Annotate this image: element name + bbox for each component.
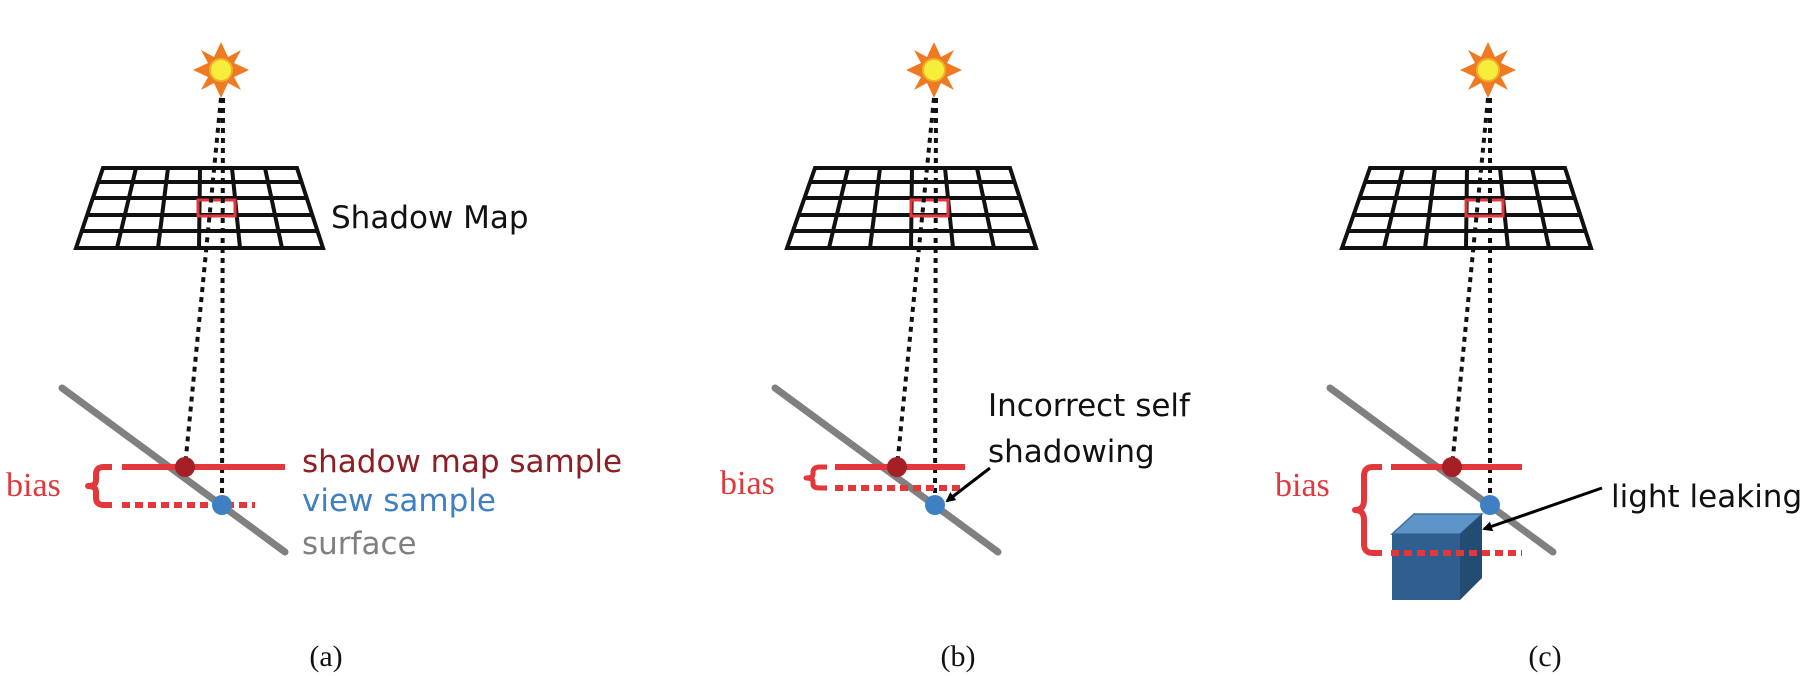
sun-icon [193, 42, 249, 98]
panel-c: bias light leaking (c) [1275, 42, 1802, 673]
caption-b: (b) [941, 640, 976, 673]
light-leaking-label: light leaking [1611, 479, 1802, 515]
panel-a: bias Shadow Map shadow map sample view s… [6, 42, 622, 673]
sun-icon [906, 42, 962, 98]
shadow-map-texel-highlight [196, 198, 237, 218]
shadow-map-texel-highlight [909, 198, 950, 218]
light-ray [1450, 97, 1490, 468]
shadow-map-texel-highlight [1464, 198, 1505, 218]
box-front-face [1392, 534, 1460, 600]
shadow-map-sample-dot [1442, 457, 1462, 477]
bias-brace [1352, 464, 1382, 556]
shadow-map-sample-label: shadow map sample [302, 444, 622, 480]
view-sample-label: view sample [302, 483, 496, 519]
box-side-face [1460, 514, 1482, 600]
light-ray [933, 97, 938, 506]
view-sample-dot [925, 495, 945, 515]
view-sample-dot [1480, 495, 1500, 515]
surface-label: surface [302, 526, 417, 562]
caption-a: (a) [309, 640, 342, 673]
sun-icon [1460, 42, 1516, 98]
bias-label: bias [720, 465, 775, 502]
caption-c: (c) [1528, 640, 1561, 673]
light-ray [220, 97, 225, 506]
shadow-map-grid [784, 166, 1039, 250]
light-ray [895, 97, 936, 468]
bias-brace [803, 464, 827, 491]
bias-label: bias [1275, 467, 1330, 504]
shadow-map-sample-dot [175, 457, 195, 477]
light-ray [183, 97, 223, 468]
bias-brace [85, 464, 112, 508]
shadow-map-label: Shadow Map [331, 200, 529, 236]
view-sample-dot [212, 495, 232, 515]
occluder-box [1390, 513, 1522, 600]
incorrect-self-shadowing-label-line1: Incorrect self [988, 388, 1191, 424]
incorrect-self-shadowing-label-line2: shadowing [988, 434, 1155, 470]
pointer-arrow [1482, 486, 1603, 532]
pointer-arrow [945, 466, 991, 503]
shadow-map-sample-dot [887, 457, 907, 477]
panel-b: bias Incorrect self shadowing (b) [720, 42, 1191, 673]
bias-label: bias [6, 467, 61, 504]
